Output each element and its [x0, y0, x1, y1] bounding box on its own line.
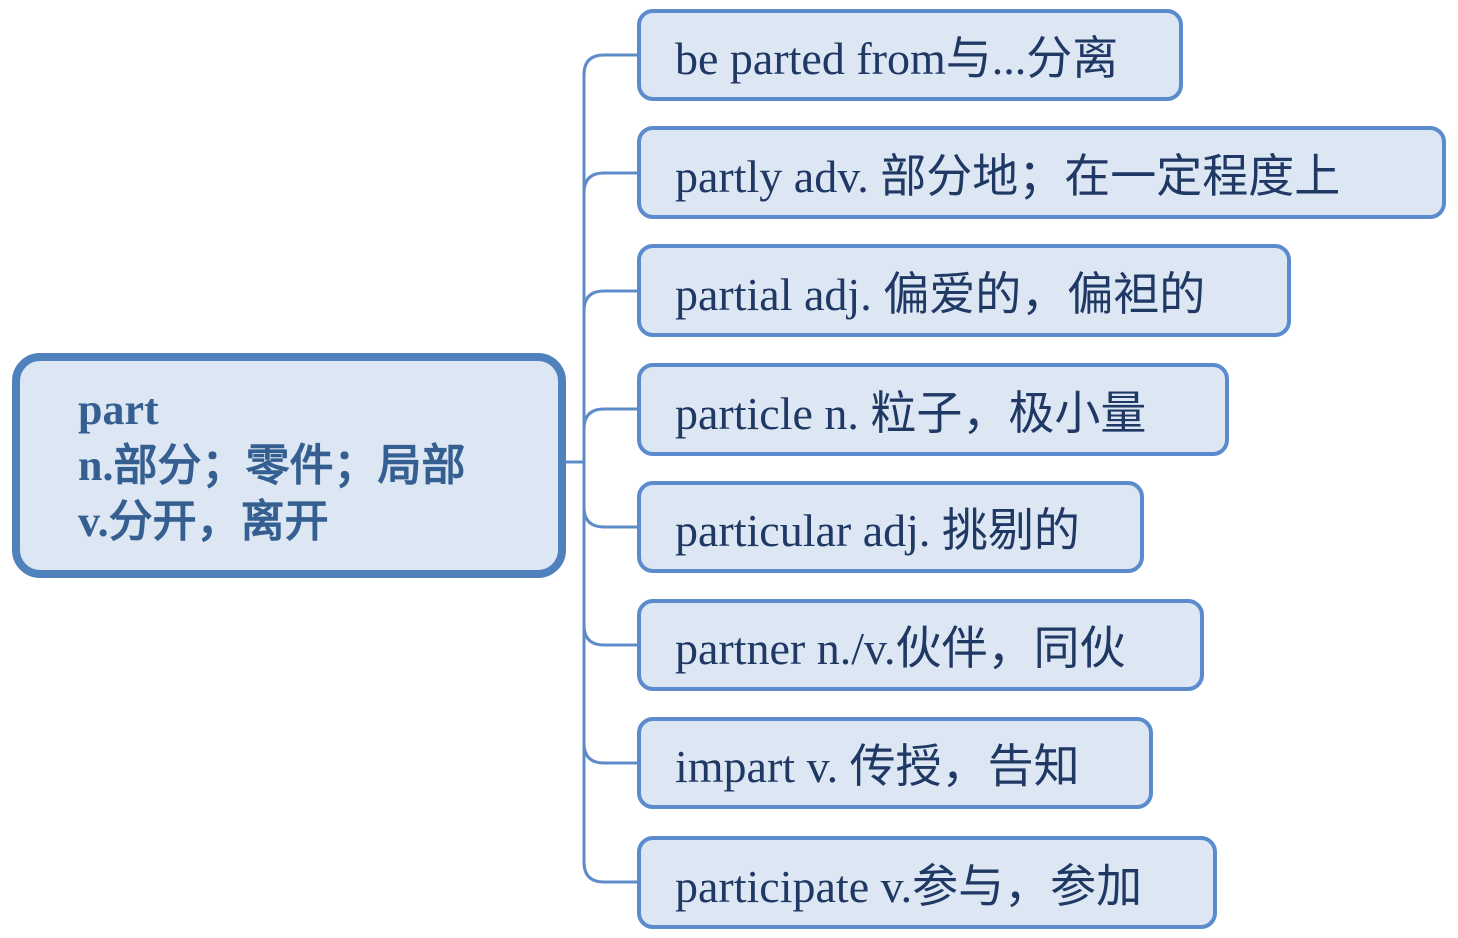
branch-node-partial: partial adj. 偏爱的，偏袒的 — [637, 244, 1291, 337]
branch-node-impart: impart v. 传授，告知 — [637, 717, 1153, 809]
branch-label: particular adj. 挑剔的 — [675, 505, 1080, 556]
connector-branch-7 — [582, 742, 637, 765]
branch-label: be parted from与...分离 — [675, 33, 1119, 84]
branch-label: particle n. 粒子，极小量 — [675, 387, 1147, 439]
branch-node-particle: particle n. 粒子，极小量 — [637, 363, 1229, 456]
connector-branch-4 — [582, 407, 637, 430]
connector-branch-5 — [582, 506, 637, 529]
branch-label: partner n./v.伙伴，同伙 — [675, 623, 1126, 674]
root-noun-meaning: n.部分；零件；局部 — [78, 440, 466, 490]
branch-label: participate v.参与，参加 — [675, 860, 1143, 912]
root-node-text: part n.部分；零件；局部 v.分开，离开 — [78, 382, 465, 550]
branch-label: impart v. 传授，告知 — [675, 741, 1080, 792]
connector-branch-3 — [582, 289, 637, 312]
branch-node-partly: partly adv. 部分地；在一定程度上 — [637, 126, 1446, 219]
branch-node-be-parted-from: be parted from与...分离 — [637, 9, 1183, 101]
branch-node-particular: particular adj. 挑剔的 — [637, 481, 1144, 573]
root-node-part: part n.部分；零件；局部 v.分开，离开 — [12, 353, 566, 578]
connector-branch-6 — [582, 624, 637, 647]
branch-label: partial adj. 偏爱的，偏袒的 — [675, 268, 1206, 320]
connector-spine — [582, 53, 637, 884]
connector-branch-2 — [582, 171, 637, 194]
root-verb-meaning: v.分开，离开 — [78, 496, 329, 546]
branch-node-partner: partner n./v.伙伴，同伙 — [637, 599, 1204, 691]
branch-label: partly adv. 部分地；在一定程度上 — [675, 150, 1341, 202]
root-word: part — [78, 384, 159, 434]
branch-node-participate: participate v.参与，参加 — [637, 836, 1217, 929]
